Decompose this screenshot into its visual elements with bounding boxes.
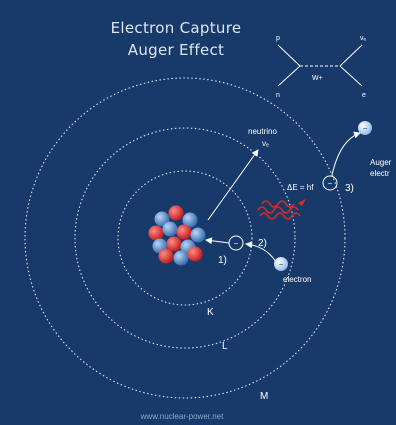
shell-label-k: K: [207, 307, 214, 318]
electron-label: electron: [283, 275, 311, 284]
shell-label-m: M: [260, 391, 268, 402]
neutrino-arrow: [207, 149, 259, 221]
auger-label-line1: Auger: [370, 158, 392, 167]
proton: [158, 248, 174, 264]
electron-l-shell: [274, 257, 288, 271]
neutron: [173, 250, 189, 266]
footer-url: www.nuclear-power.net: [140, 412, 224, 421]
orbit-k: [117, 170, 253, 306]
auger-label-line2: electr: [370, 169, 390, 178]
step-1-label: 1): [218, 255, 227, 266]
proton: [148, 225, 164, 241]
neutron: [182, 212, 198, 228]
orbits: [24, 77, 346, 399]
electron-hole-k: [228, 235, 244, 251]
auger-electron-ball: [358, 121, 372, 135]
minus-sign: −: [279, 260, 284, 269]
title-line-2: Auger Effect: [128, 41, 224, 59]
minus-sign: −: [328, 179, 333, 188]
feynman-line-n: [277, 65, 301, 87]
feynman-label-p: p: [276, 35, 280, 42]
transition-arrow: [245, 241, 277, 263]
feynman-label-w: W+: [312, 75, 323, 82]
proton: [166, 236, 182, 252]
orbit-m: [24, 77, 346, 399]
photon-path: [261, 200, 295, 208]
orbit-l: [74, 127, 296, 349]
proton: [168, 205, 184, 221]
step-2-label: 2): [258, 238, 267, 249]
neutron: [154, 211, 170, 227]
feynman-label-e: e: [362, 92, 366, 99]
auger-arrow: [331, 131, 361, 176]
neutron: [162, 221, 178, 237]
electron-hole-m: [322, 175, 338, 191]
feynman-diagram: p n νₑ e W+: [276, 35, 367, 99]
minus-sign: −: [363, 124, 368, 133]
step-3-label: 3): [345, 183, 354, 194]
nucleus: [148, 205, 206, 266]
transition-electron: −: [274, 257, 288, 271]
capture-arrow: [205, 237, 230, 245]
photon-path: [257, 206, 299, 214]
feynman-label-n: n: [276, 92, 280, 99]
minus-sign: −: [234, 239, 239, 248]
neutron: [190, 227, 206, 243]
photon-energy-label: ΔE = hf: [287, 183, 314, 192]
proton: [176, 224, 192, 240]
photon-arrowhead: [298, 199, 306, 206]
proton: [187, 246, 203, 262]
feynman-label-ve: νₑ: [360, 35, 367, 42]
shell-label-l: L: [222, 341, 228, 352]
neutrino-label: neutrino: [248, 127, 277, 136]
captured-electron: −: [228, 235, 244, 251]
photon-wave: [257, 200, 301, 220]
feynman-line-ve: [339, 44, 363, 67]
neutrino-symbol: νₑ: [262, 139, 269, 148]
auger-origin-electron: −: [322, 175, 338, 191]
feynman-line-e: [339, 65, 363, 87]
title-line-1: Electron Capture: [111, 19, 242, 37]
photon-path: [259, 212, 301, 220]
feynman-line-p: [277, 44, 301, 67]
auger-electron: −: [358, 121, 372, 135]
